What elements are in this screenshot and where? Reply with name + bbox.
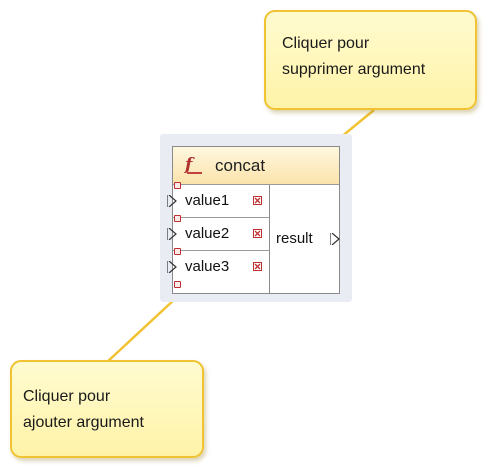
- callout-add-line1: Cliquer pour: [23, 388, 111, 405]
- argument-row-2: value2: [167, 218, 270, 251]
- add-argument-icon[interactable]: [174, 248, 181, 255]
- callout-add-line2: ajouter argument: [23, 414, 144, 431]
- add-argument-icon[interactable]: [174, 182, 181, 189]
- function-inputs: value1 value2 value3: [167, 185, 270, 293]
- argument-label: value2: [185, 225, 230, 242]
- argument-row-1: value1: [167, 185, 270, 218]
- fx-function-icon: f: [185, 155, 204, 176]
- function-header[interactable]: f concat: [173, 147, 339, 185]
- delete-argument-icon[interactable]: [253, 262, 262, 271]
- function-output: result: [270, 185, 340, 293]
- callout-remove-line1: Cliquer pour: [282, 35, 370, 52]
- delete-argument-icon[interactable]: [253, 196, 262, 205]
- function-title: concat: [215, 156, 266, 175]
- add-argument-icon[interactable]: [174, 281, 181, 288]
- callout-remove-argument: Cliquer pour supprimer argument: [264, 10, 477, 110]
- concat-function-box[interactable]: f concat value1 value2: [167, 146, 340, 294]
- delete-argument-icon[interactable]: [253, 229, 262, 238]
- callout-remove-line2: supprimer argument: [282, 61, 426, 78]
- input-port-icon[interactable]: [167, 228, 177, 240]
- callout-add-argument: Cliquer pour ajouter argument: [10, 360, 204, 458]
- argument-row-3: value3: [167, 251, 270, 284]
- argument-label: value3: [185, 258, 230, 275]
- input-port-icon[interactable]: [167, 195, 177, 207]
- output-port-icon[interactable]: [330, 233, 340, 245]
- output-label: result: [276, 230, 313, 247]
- connector-add: [105, 297, 177, 364]
- input-port-icon[interactable]: [167, 261, 177, 273]
- argument-label: value1: [185, 192, 230, 209]
- add-argument-icon[interactable]: [174, 215, 181, 222]
